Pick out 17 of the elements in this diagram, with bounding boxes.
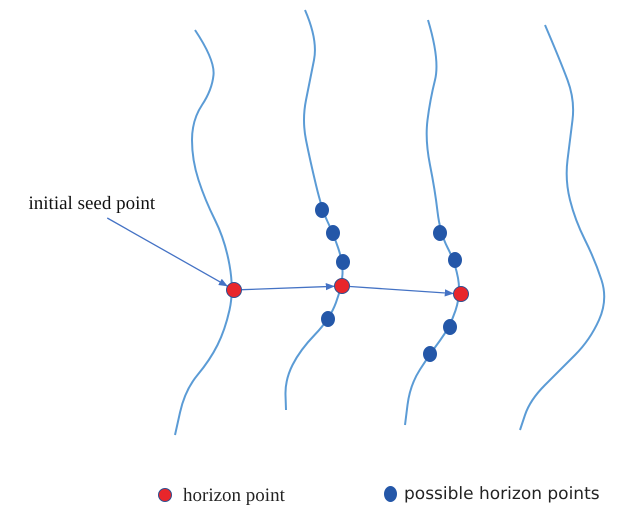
- horizon-point: [453, 286, 469, 302]
- possible-horizon-point: [433, 225, 447, 241]
- possible-horizon-point: [443, 319, 457, 335]
- arrow: [242, 282, 335, 290]
- horizon-point: [334, 278, 350, 294]
- possible-horizon-point: [448, 252, 462, 268]
- possible-horizon-point: [315, 202, 329, 218]
- callout-label: initial seed point: [28, 193, 156, 215]
- legend-label: possible horizon points: [404, 484, 600, 504]
- arrow: [106, 217, 228, 286]
- possible-horizon-point: [423, 346, 437, 362]
- legend-label: horizon point: [183, 485, 285, 507]
- possible-horizon-point: [321, 311, 335, 327]
- arrow: [350, 286, 454, 297]
- possible-horizon-point: [326, 225, 340, 241]
- horizon-point: [226, 282, 242, 298]
- possible-horizon-point: [336, 254, 350, 270]
